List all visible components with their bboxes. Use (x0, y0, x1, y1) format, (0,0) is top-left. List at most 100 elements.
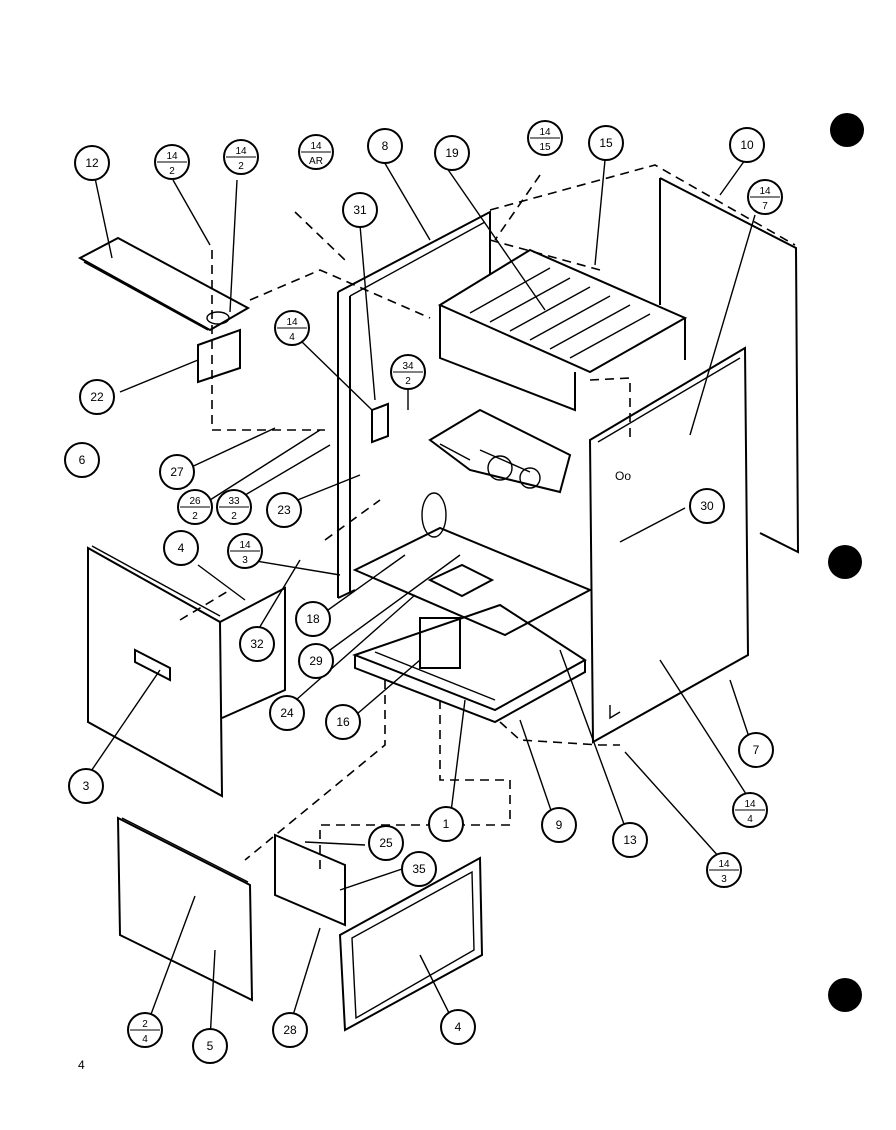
callout-4a: 4 (163, 530, 199, 566)
callout-14-4b: 144 (732, 792, 768, 828)
callout-32: 32 (239, 626, 275, 662)
svg-text:23: 23 (277, 503, 291, 517)
back-panel-part (659, 177, 800, 554)
callout-33-2: 332 (216, 489, 252, 525)
svg-text:14: 14 (759, 186, 771, 197)
callout-27: 27 (159, 454, 195, 490)
svg-text:14: 14 (166, 151, 178, 162)
svg-text:15: 15 (599, 136, 613, 150)
svg-text:7: 7 (753, 743, 760, 757)
svg-text:2: 2 (192, 511, 198, 522)
callout-8: 8 (367, 128, 403, 164)
svg-text:14: 14 (744, 799, 756, 810)
callout-31: 31 (342, 192, 378, 228)
svg-text:32: 32 (250, 637, 264, 651)
svg-text:29: 29 (309, 654, 323, 668)
callout-2-4: 24 (127, 1012, 163, 1048)
binder-hole-top (830, 113, 864, 147)
panel-vent-label: Oo (615, 469, 631, 483)
callout-26-2: 262 (177, 489, 213, 525)
svg-text:28: 28 (283, 1023, 297, 1037)
top-cover-part (77, 236, 251, 384)
svg-text:35: 35 (412, 862, 426, 876)
callout-16: 16 (325, 704, 361, 740)
svg-text:2: 2 (405, 376, 411, 387)
svg-text:7: 7 (762, 201, 768, 212)
leader-lines (84, 157, 756, 1041)
svg-text:3: 3 (721, 874, 727, 885)
callout-13: 13 (612, 822, 648, 858)
filter-part (274, 833, 484, 1032)
svg-text:30: 30 (700, 499, 714, 513)
heat-exchanger-part (437, 248, 688, 412)
svg-text:AR: AR (309, 156, 323, 167)
svg-text:4: 4 (178, 541, 185, 555)
callout-7: 7 (738, 732, 774, 768)
callout-14-3b: 143 (706, 852, 742, 888)
svg-text:16: 16 (336, 715, 350, 729)
callout-14-2b: 142 (223, 139, 259, 175)
callout-23: 23 (266, 492, 302, 528)
svg-text:14: 14 (235, 146, 247, 157)
svg-text:3: 3 (83, 779, 90, 793)
base-part (352, 603, 587, 724)
left-side-panel-part (87, 545, 286, 798)
callout-34-2: 342 (390, 354, 426, 390)
svg-text:2: 2 (231, 511, 237, 522)
svg-text:14: 14 (539, 127, 551, 138)
cabinet-frame-part (337, 210, 491, 599)
right-side-panel-part: Oo (588, 346, 750, 744)
svg-text:27: 27 (170, 465, 184, 479)
svg-text:14: 14 (286, 317, 298, 328)
svg-text:25: 25 (379, 836, 393, 850)
svg-text:2: 2 (142, 1019, 148, 1030)
svg-text:24: 24 (280, 706, 294, 720)
svg-text:33: 33 (228, 496, 240, 507)
svg-text:5: 5 (207, 1039, 214, 1053)
svg-text:10: 10 (740, 138, 754, 152)
blower-assembly-part (352, 402, 593, 669)
callout-5: 5 (192, 1028, 228, 1064)
callout-18: 18 (295, 601, 331, 637)
callout-30: 30 (689, 488, 725, 524)
binder-hole-middle (828, 545, 862, 579)
page-number: 4 (78, 1058, 85, 1072)
svg-text:4: 4 (289, 332, 295, 343)
svg-text:4: 4 (142, 1034, 148, 1045)
binder-hole-bottom (828, 978, 862, 1012)
svg-text:3: 3 (242, 555, 248, 566)
callout-10: 10 (729, 127, 765, 163)
svg-text:6: 6 (79, 453, 86, 467)
callout-12: 12 (74, 145, 110, 181)
callout-29: 29 (298, 643, 334, 679)
svg-text:13: 13 (623, 833, 637, 847)
callout-25: 25 (368, 825, 404, 861)
svg-text:8: 8 (382, 139, 389, 153)
callout-14-4a: 144 (274, 310, 310, 346)
callout-14-3a: 143 (227, 533, 263, 569)
svg-text:34: 34 (402, 361, 414, 372)
svg-text:26: 26 (189, 496, 201, 507)
callout-14-2a: 142 (154, 144, 190, 180)
svg-text:22: 22 (90, 390, 104, 404)
svg-text:15: 15 (539, 142, 551, 153)
callout-22: 22 (79, 379, 115, 415)
svg-text:2: 2 (238, 161, 244, 172)
dashed-guide-lines (179, 164, 796, 870)
svg-text:1: 1 (443, 817, 450, 831)
callout-14-7: 147 (747, 179, 783, 215)
svg-text:2: 2 (169, 166, 175, 177)
callout-3: 3 (68, 768, 104, 804)
svg-text:4: 4 (747, 814, 753, 825)
callout-1: 1 (428, 806, 464, 842)
callout-35: 35 (401, 851, 437, 887)
svg-text:9: 9 (556, 818, 563, 832)
callout-9: 9 (541, 807, 577, 843)
callout-4b: 4 (440, 1009, 476, 1045)
svg-text:12: 12 (85, 156, 99, 170)
svg-text:18: 18 (306, 612, 320, 626)
